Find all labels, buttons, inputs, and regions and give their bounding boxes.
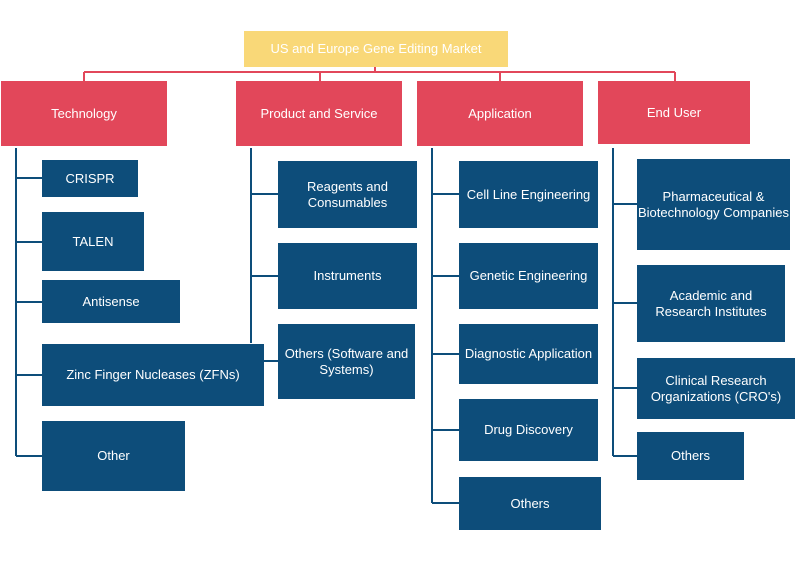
product-service-item-instruments: Instruments xyxy=(278,243,417,309)
application-item-drug-discovery: Drug Discovery xyxy=(459,399,598,461)
root-node: US and Europe Gene Editing Market xyxy=(244,31,508,67)
end-user-item-academic-research: Academic and Research Institutes xyxy=(637,265,785,342)
technology-item-talen: TALEN xyxy=(42,212,144,271)
technology-item-other: Other xyxy=(42,421,185,491)
category-product-and-service: Product and Service xyxy=(236,81,402,146)
application-item-genetic-engineering: Genetic Engineering xyxy=(459,243,598,309)
application-item-others: Others xyxy=(459,477,601,530)
category-technology: Technology xyxy=(1,81,167,146)
end-user-item-cro: Clinical Research Organizations (CRO's) xyxy=(637,358,795,419)
application-item-diagnostic-application: Diagnostic Application xyxy=(459,324,598,384)
end-user-item-others: Others xyxy=(637,432,744,480)
category-application: Application xyxy=(417,81,583,146)
technology-item-crispr: CRISPR xyxy=(42,160,138,197)
product-service-item-reagents: Reagents and Consumables xyxy=(278,161,417,228)
end-user-item-pharma-biotech: Pharmaceutical & Biotechnology Companies xyxy=(637,159,790,250)
application-item-cell-line-engineering: Cell Line Engineering xyxy=(459,161,598,228)
technology-item-zfns: Zinc Finger Nucleases (ZFNs) xyxy=(42,344,264,406)
category-end-user: End User xyxy=(598,81,750,144)
product-service-item-others: Others (Software and Systems) xyxy=(278,324,415,399)
technology-item-antisense: Antisense xyxy=(42,280,180,323)
